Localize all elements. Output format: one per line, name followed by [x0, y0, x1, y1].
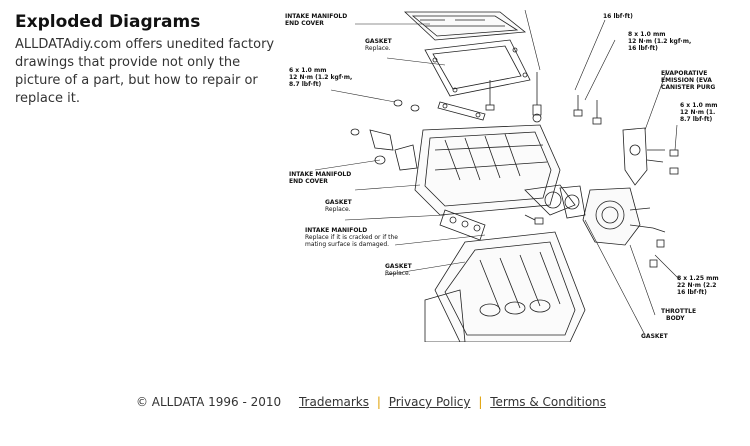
leader-lines — [314, 10, 681, 336]
diagram-labels: INTAKE MANIFOLD END COVER GASKET Replace… — [285, 13, 719, 340]
label-bolt-l-3: 8.7 lbf·ft) — [289, 81, 321, 88]
label-throttle-1: THROTTLE — [661, 308, 696, 315]
label-gasket-mid-1: GASKET — [325, 199, 353, 206]
gasket-top — [424, 39, 531, 97]
label-imec-mid-1: INTAKE MANIFOLD — [289, 171, 351, 178]
label-bolt-r2-2: 12 N·m (1. — [680, 109, 715, 116]
footer-separator: | — [376, 395, 381, 409]
throttle-bolts — [524, 214, 666, 268]
label-bolt-r2-3: 8.7 lbf·ft) — [680, 116, 712, 123]
label-bolt-r1-3: 16 lbf·ft) — [628, 45, 658, 52]
label-gasket-low-2: Replace. — [385, 270, 411, 277]
label-bolt-r3-2: 22 N·m (2.2 — [677, 282, 716, 289]
label-evap-2: EMISSION (EVA — [661, 77, 712, 84]
intake-manifold-end-cover-top — [403, 11, 527, 41]
label-bolt-r3-3: 16 lbf·ft) — [677, 289, 707, 296]
label-imec-mid-2: END COVER — [289, 178, 328, 185]
label-evap-3: CANISTER PURG — [661, 84, 715, 91]
label-im-2: Replace if it is cracked or if the — [305, 234, 398, 241]
label-gasket-top-2: Replace. — [365, 45, 391, 52]
label-imec-top-2: END COVER — [285, 20, 324, 27]
terms-conditions-link[interactable]: Terms & Conditions — [490, 395, 607, 409]
exploded-diagram: INTAKE MANIFOLD END COVER GASKET Replace… — [285, 10, 725, 342]
section-description: ALLDATAdiy.com offers unedited factory d… — [15, 37, 275, 106]
label-gasket-br: GASKET — [641, 333, 669, 340]
throttle-gasket — [559, 185, 586, 219]
footer-separator: | — [478, 395, 483, 409]
footer: © ALLDATA 1996 - 2010 Trademarks | Priva… — [0, 395, 750, 409]
footer-inner: © ALLDATA 1996 - 2010 Trademarks | Priva… — [136, 395, 606, 409]
label-throttle-2: BODY — [666, 315, 685, 322]
top-bolts — [485, 72, 602, 125]
label-bolt-r1-2: 12 N·m (1.2 kgf·m, — [628, 38, 691, 45]
purge-valve — [622, 127, 679, 186]
trademarks-link[interactable]: Trademarks — [298, 395, 369, 409]
label-bolt-r3-1: 8 x 1.25 mm — [677, 275, 719, 282]
label-torque-top: 16 lbf·ft) — [603, 13, 633, 20]
label-evap-1: EVAPORATIVE — [661, 70, 707, 77]
intake-manifold-body — [414, 124, 576, 216]
label-gasket-low-1: GASKET — [385, 263, 413, 270]
privacy-policy-link[interactable]: Privacy Policy — [388, 395, 471, 409]
label-gasket-top-1: GASKET — [365, 38, 393, 45]
intro-section: Exploded Diagrams ALLDATAdiy.com offers … — [15, 12, 285, 108]
label-im-3: mating surface is damaged. — [305, 241, 389, 248]
lower-intake-manifold — [424, 231, 586, 342]
bracket — [437, 101, 486, 121]
label-imec-top-1: INTAKE MANIFOLD — [285, 13, 347, 20]
left-bolts — [350, 99, 420, 171]
label-bolt-l-2: 12 N·m (1.2 kgf·m, — [289, 74, 352, 81]
label-bolt-r1-1: 8 x 1.0 mm — [628, 31, 665, 38]
copyright-text: © ALLDATA 1996 - 2010 — [135, 395, 282, 409]
label-bolt-l-1: 6 x 1.0 mm — [289, 67, 326, 74]
label-im-1: INTAKE MANIFOLD — [305, 227, 367, 234]
section-title: Exploded Diagrams — [15, 12, 201, 32]
throttle-body — [582, 187, 654, 246]
label-bolt-r2-1: 6 x 1.0 mm — [680, 102, 717, 109]
label-gasket-mid-2: Replace. — [325, 206, 351, 213]
